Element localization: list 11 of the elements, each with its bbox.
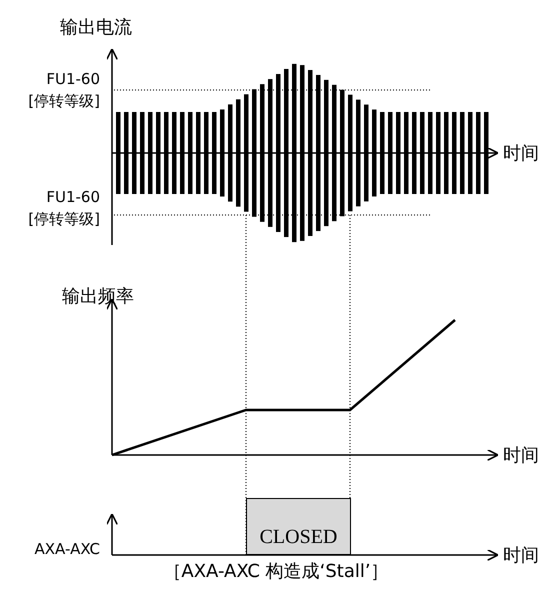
level-label: [停转等级] bbox=[28, 94, 100, 109]
level-label: FU1-60 bbox=[46, 72, 100, 87]
axis-label: 时间 bbox=[503, 145, 539, 163]
axis-label: 时间 bbox=[503, 447, 539, 465]
signal-state-box: CLOSED bbox=[246, 498, 351, 555]
signal-label: AXA-AXC bbox=[34, 542, 100, 557]
level-label: [停转等级] bbox=[28, 212, 100, 227]
axis-label: 输出电流 bbox=[60, 19, 132, 37]
axis-label: 时间 bbox=[503, 547, 539, 565]
caption: ［AXA-AXC 构造成‘Stall’］ bbox=[162, 563, 390, 581]
level-label: FU1-60 bbox=[46, 190, 100, 205]
